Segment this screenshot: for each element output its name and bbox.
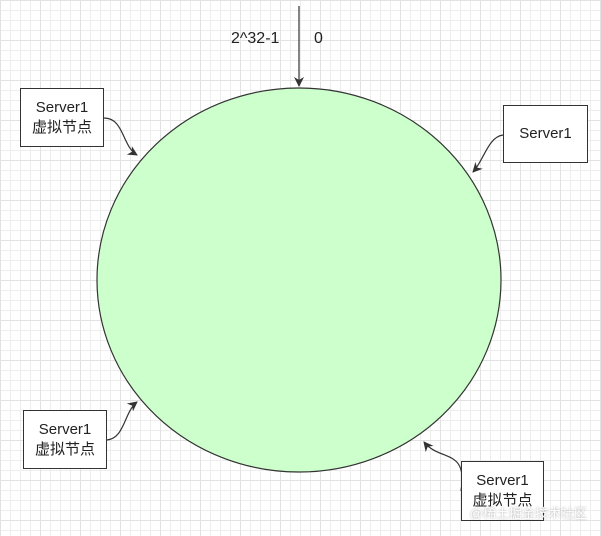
hash-ring bbox=[96, 87, 502, 473]
server-node-top-left: Server1 虚拟节点 bbox=[20, 88, 104, 147]
zero-hash-label: 0 bbox=[314, 30, 323, 47]
connector-node-top-left bbox=[103, 117, 138, 156]
node-type: 虚拟节点 bbox=[34, 440, 95, 458]
server-node-top-right: Server1 bbox=[503, 105, 588, 163]
node-type: 虚拟节点 bbox=[31, 118, 92, 136]
connector-node-bottom-right bbox=[423, 441, 463, 492]
connector-node-bottom-left bbox=[106, 401, 138, 441]
node-name: Server1 bbox=[38, 420, 92, 438]
node-name: Server1 bbox=[519, 125, 572, 142]
max-hash-label: 2^32-1 bbox=[231, 30, 280, 47]
node-type: 虚拟节点 bbox=[472, 492, 533, 509]
node-name: Server1 bbox=[476, 472, 529, 489]
connector-node-top-right bbox=[472, 134, 504, 173]
watermark: @稀土掘金技术社区 bbox=[469, 506, 587, 521]
server-node-bottom-right: Server1 虚拟节点 bbox=[461, 461, 544, 521]
server-node-bottom-left: Server1 虚拟节点 bbox=[23, 410, 107, 469]
node-name: Server1 bbox=[35, 98, 89, 116]
